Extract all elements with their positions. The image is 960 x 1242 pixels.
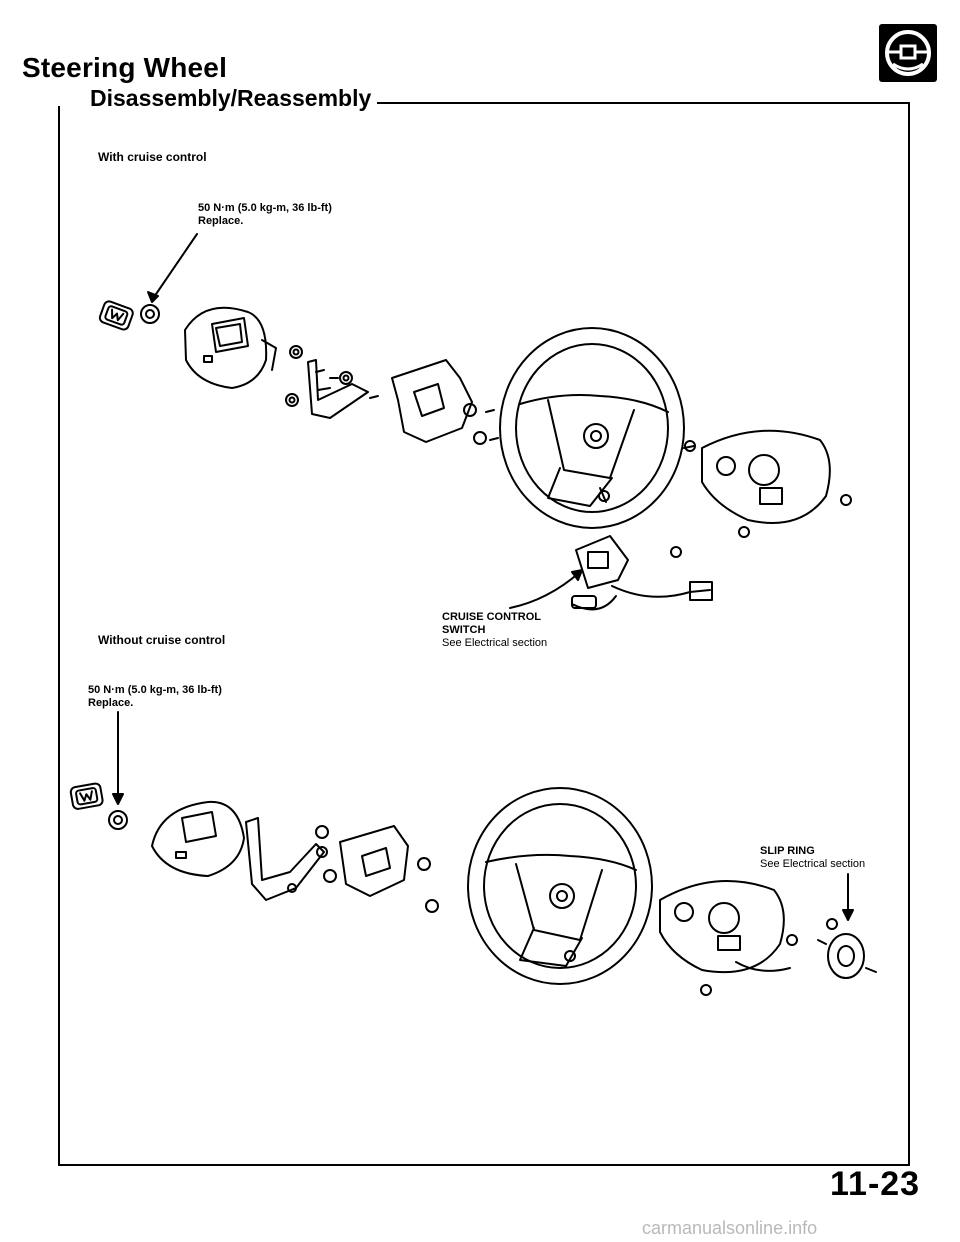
cruise-switch-ref: See Electrical section [442, 637, 548, 649]
with-cruise-torque-note: 50 N·m (5.0 kg-m, 36 lb-ft) Replace. [198, 202, 332, 228]
slip-ring-ref: See Electrical section [760, 858, 866, 870]
slip-ring [817, 918, 877, 979]
diagram-frame [58, 102, 910, 1166]
frame-gap [56, 100, 84, 106]
page-subtitle: Disassembly/Reassembly [84, 85, 378, 112]
cruise-switch-callout: CRUISE CONTROL SWITCH See Electrical sec… [442, 611, 547, 650]
nut [140, 304, 160, 324]
cruise-switch-line2: SWITCH [442, 624, 486, 636]
horn-bracket-lower [245, 817, 329, 901]
page-number: 11-23 [830, 1165, 921, 1203]
torque-replace: Replace. [198, 215, 244, 227]
steering-wheel-section-icon [879, 24, 937, 82]
slip-ring-callout: SLIP RING See Electrical section [760, 845, 865, 871]
page-title: Steering Wheel [22, 52, 228, 83]
nut-lower [108, 810, 128, 830]
torque-leader-line [151, 233, 198, 301]
steering-pad-cruise [184, 306, 277, 389]
steering-pad-lower [151, 800, 245, 877]
leader-arrowhead [147, 291, 159, 303]
slip-ring-line1: SLIP RING [760, 845, 815, 857]
emblem-lower [69, 782, 104, 810]
steering-wheel-cruise [499, 327, 685, 529]
switch-mount [391, 359, 499, 445]
mount-lower [323, 825, 439, 913]
emblem [98, 300, 134, 331]
torque-spec: 50 N·m (5.0 kg-m, 36 lb-ft) [88, 684, 222, 696]
torque-replace: Replace. [88, 697, 134, 709]
cruise-bracket [285, 345, 379, 419]
with-cruise-label: With cruise control [98, 150, 207, 164]
cruise-switch-assembly [571, 535, 713, 611]
cruise-switch-leader [509, 571, 581, 609]
torque-spec: 50 N·m (5.0 kg-m, 36 lb-ft) [198, 202, 332, 214]
watermark: carmanualsonline.info [642, 1218, 818, 1238]
rear-cover-cruise [683, 429, 852, 538]
steering-wheel-lower [467, 787, 653, 985]
without-cruise-torque-note: 50 N·m (5.0 kg-m, 36 lb-ft) Replace. [88, 684, 222, 710]
rear-cover-lower [659, 880, 798, 996]
cruise-switch-line1: CRUISE CONTROL [442, 611, 541, 623]
without-cruise-label: Without cruise control [98, 633, 226, 647]
